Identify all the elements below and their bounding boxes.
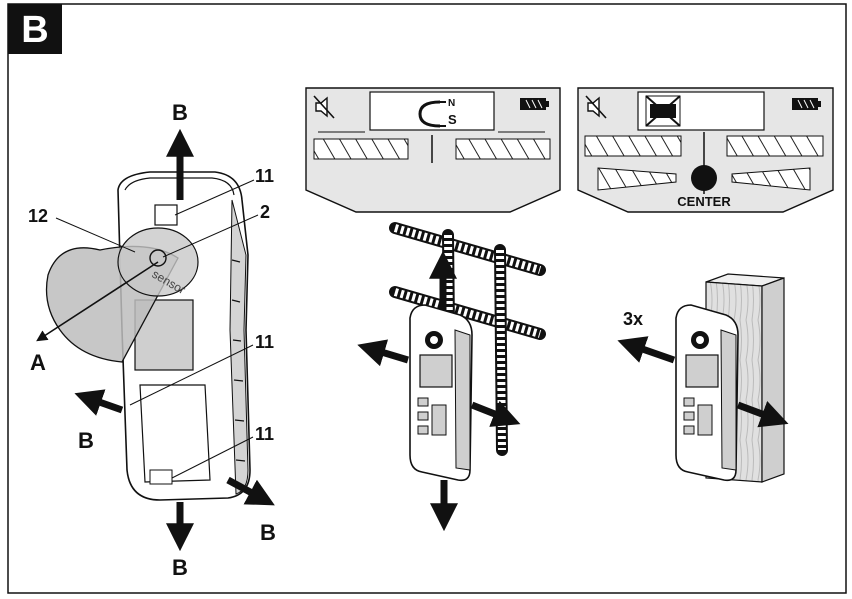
device-lower-panel bbox=[140, 385, 210, 482]
label-b-top: B bbox=[172, 100, 188, 125]
center-dot bbox=[691, 165, 717, 191]
label-b-left: B bbox=[78, 428, 94, 453]
callout-11-mid: 11 bbox=[255, 332, 274, 352]
figure-letter-badge: B bbox=[8, 4, 62, 54]
middle-device-display bbox=[420, 355, 452, 387]
center-label: CENTER bbox=[677, 194, 731, 209]
callout-11-top: 11 bbox=[255, 166, 274, 186]
arrow-left bbox=[85, 397, 122, 410]
rebar-scene bbox=[368, 228, 540, 520]
stud-scene: 3x bbox=[623, 274, 784, 482]
bargraph-right bbox=[456, 139, 550, 159]
label-a: A bbox=[30, 350, 46, 375]
battery-icon-2 bbox=[792, 98, 821, 110]
label-b-bottom: B bbox=[172, 555, 188, 580]
middle-arrow-left bbox=[368, 348, 408, 360]
label-b-right: B bbox=[260, 520, 276, 545]
repeat-label: 3x bbox=[623, 309, 643, 329]
right-arrow-left bbox=[628, 344, 674, 360]
right-device-display bbox=[686, 355, 718, 387]
marking-top bbox=[155, 205, 177, 225]
callout-11-bottom: 11 bbox=[255, 424, 274, 444]
crossed-stud-icon bbox=[646, 96, 680, 126]
display-center: CENTER bbox=[578, 88, 833, 212]
pole-s: S bbox=[448, 112, 457, 127]
device-bottom-marking bbox=[150, 470, 172, 484]
display-metal: N S bbox=[306, 88, 560, 212]
bargraph-center-right bbox=[727, 136, 823, 156]
stud-side bbox=[762, 278, 784, 482]
callout-12: 12 bbox=[28, 206, 48, 226]
bargraph-left bbox=[314, 139, 408, 159]
bargraph-center-left bbox=[585, 136, 681, 156]
figure-letter: B bbox=[21, 9, 48, 51]
callout-2: 2 bbox=[260, 202, 270, 222]
battery-icon bbox=[520, 98, 549, 110]
pole-n: N bbox=[448, 98, 455, 109]
